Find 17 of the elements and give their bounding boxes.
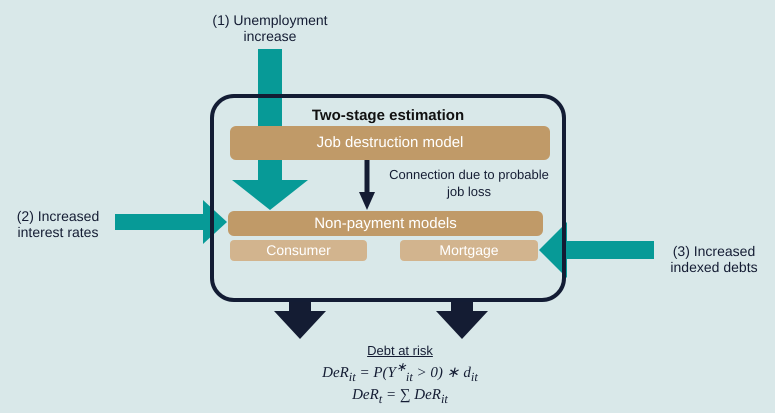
block-arrow bbox=[539, 222, 654, 278]
block-arrow bbox=[274, 301, 326, 339]
input-label: (3) Increased indexed debts bbox=[669, 242, 759, 276]
block-arrow bbox=[115, 200, 227, 244]
group-heading: Two-stage estimation bbox=[312, 107, 464, 124]
formula: DeR$_{t}$ = ∑ DeR$_{it}$ bbox=[352, 386, 448, 408]
model-box: Consumer bbox=[230, 240, 367, 261]
block-arrow bbox=[436, 301, 488, 339]
arrow bbox=[359, 159, 375, 210]
input-label: (2) Increased interest rates bbox=[16, 208, 100, 240]
formula-heading: Debt at risk bbox=[367, 344, 433, 359]
model-box: Non-payment models bbox=[228, 211, 543, 236]
model-box: Mortgage bbox=[400, 240, 538, 261]
formula: DeR$_{it}$ = P(Y$^{∗}$$_{it}$ > 0) ∗ d$_{it}$ bbox=[322, 358, 478, 386]
model-box: Job destruction model bbox=[230, 126, 550, 160]
input-label: (1) Unemployment increase bbox=[211, 12, 329, 44]
group-frame bbox=[210, 94, 566, 302]
